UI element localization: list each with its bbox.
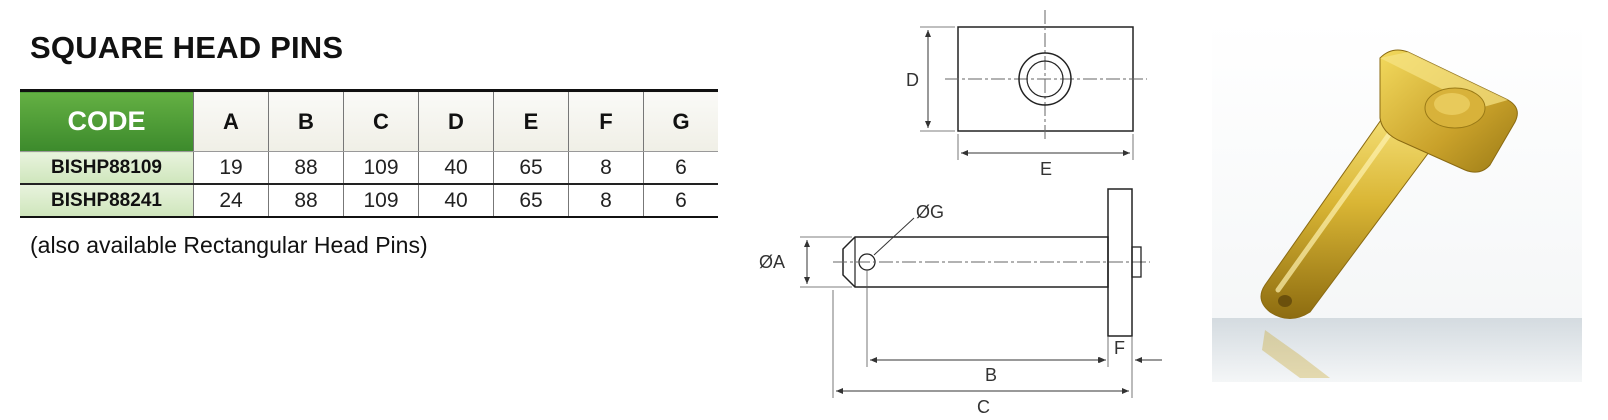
- header-code: CODE: [20, 90, 194, 152]
- table-cell: 6: [675, 188, 687, 212]
- header-e: E: [493, 90, 569, 152]
- header-b: B: [268, 90, 344, 152]
- top-view: D E: [906, 10, 1147, 179]
- table-cell: 109: [343, 151, 419, 185]
- table-cell: 19: [193, 151, 269, 185]
- page-title: SQUARE HEAD PINS: [30, 30, 344, 65]
- header-a: A: [193, 90, 269, 152]
- label-f: F: [1114, 338, 1125, 358]
- shaft-inner-circle: [1026, 60, 1064, 98]
- table-cell: 109: [343, 184, 419, 217]
- product-photo: [1212, 20, 1582, 382]
- table-cell: 24: [193, 184, 269, 217]
- header-f: F: [568, 90, 644, 152]
- label-a: ØA: [759, 252, 785, 272]
- table-cell: 6: [643, 151, 718, 185]
- label-c: C: [977, 397, 990, 417]
- table-cell: 40: [418, 151, 494, 185]
- header-d: D: [418, 90, 494, 152]
- header-c: C: [343, 90, 419, 152]
- shaft-outer-circle: [1018, 52, 1072, 106]
- table-cell: 8: [568, 151, 644, 185]
- label-e: E: [1040, 159, 1052, 179]
- cross-hole-photo: [1278, 295, 1292, 307]
- label-d: D: [906, 70, 919, 90]
- availability-note: (also available Rectangular Head Pins): [30, 232, 428, 258]
- table-row: BISHP88109 19 88 109 40 65 8 6: [20, 151, 718, 185]
- table-cell: 65: [493, 151, 569, 185]
- pin-shaft-photo: [1260, 109, 1439, 319]
- photo-floor: [1212, 318, 1582, 382]
- table-header-row: CODE A B C D E F G: [20, 90, 718, 152]
- pin-reflection: [1262, 330, 1330, 378]
- pin-head-photo: [1379, 49, 1518, 173]
- side-view: ØG ØA B F C: [759, 188, 1162, 417]
- table-cell: 8: [568, 184, 644, 217]
- label-g: ØG: [916, 202, 944, 222]
- table-cell: 65: [493, 184, 569, 217]
- row-code: BISHP88241: [20, 184, 194, 217]
- spec-table: CODE A B C D E F G BISHP88109 19 88 109 …: [20, 89, 718, 218]
- table-row: BISHP88241 24 88 109 40 65 8 6: [20, 184, 718, 217]
- head-boss: [1131, 246, 1142, 278]
- label-b: B: [985, 365, 997, 385]
- header-g: G: [643, 90, 718, 152]
- table-cell: 40: [418, 184, 494, 217]
- g-leader: [873, 217, 915, 256]
- table-cell: 88: [268, 184, 344, 217]
- row-code: BISHP88109: [20, 151, 194, 185]
- table-cell: 88: [268, 151, 344, 185]
